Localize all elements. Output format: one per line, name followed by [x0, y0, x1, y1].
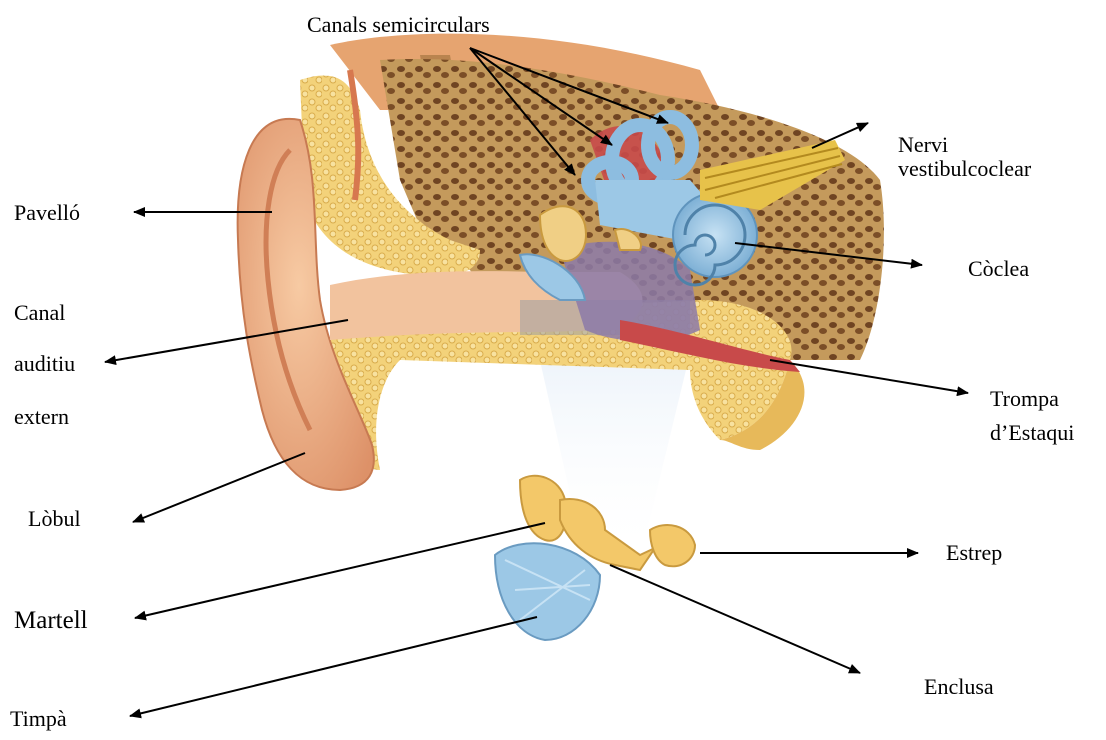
label-nervi-line1: Nervi [898, 134, 948, 156]
label-estrep: Estrep [946, 542, 1002, 564]
tympanic-membrane-shape [495, 543, 600, 640]
label-trompa-line1: Trompa [990, 388, 1059, 410]
leader-lobul [133, 453, 305, 522]
label-martell: Martell [14, 608, 88, 633]
label-canals-semicirculars: Canals semicirculars [307, 14, 490, 36]
label-nervi-line2: vestibulcoclear [898, 158, 1031, 180]
label-canal-line2: auditiu [14, 353, 75, 375]
label-lobul: Lòbul [28, 508, 81, 530]
label-trompa-line2: d’Estaqui [990, 422, 1074, 444]
label-coclea: Còclea [968, 258, 1029, 280]
label-canal-line1: Canal [14, 302, 65, 324]
leader-enclusa [610, 565, 860, 673]
label-enclusa: Enclusa [924, 676, 994, 698]
stapes-shape [650, 525, 695, 566]
leader-nervi [812, 123, 868, 148]
leader-timpa [130, 617, 537, 716]
label-canal-line3: extern [14, 406, 69, 428]
label-pavello: Pavelló [14, 202, 80, 224]
label-timpa: Timpà [10, 708, 67, 730]
leader-martell [135, 523, 545, 618]
